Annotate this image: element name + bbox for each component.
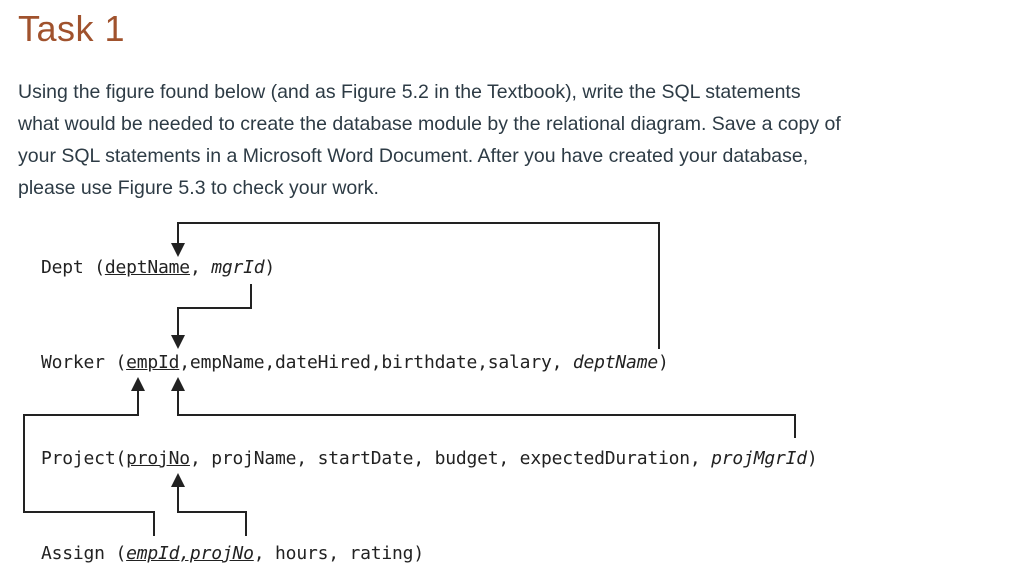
primary-key: empId,projNo — [126, 543, 254, 564]
relation-open-paren: ( — [115, 448, 127, 469]
relation-project: Project(projNo, projName, startDate, bud… — [41, 448, 818, 469]
instructions-line: what would be needed to create the datab… — [18, 113, 841, 135]
attributes: ,empName,dateHired,birthdate,salary, — [179, 352, 573, 373]
fk-arrow-dept-mgrid — [171, 284, 252, 349]
foreign-key: deptName — [572, 352, 658, 373]
relation-name: Dept — [41, 257, 84, 278]
separator: , — [189, 257, 212, 278]
relation-worker: Worker (empId,empName,dateHired,birthdat… — [41, 352, 669, 373]
relation-close-paren: ) — [806, 448, 818, 469]
primary-key: projNo — [126, 448, 190, 469]
foreign-key: projMgrId — [711, 448, 807, 469]
attributes: , projName, startDate, budget, expectedD… — [189, 448, 712, 469]
relation-name: Worker — [41, 352, 105, 373]
relation-close-paren: ) — [264, 257, 276, 278]
relation-open-paren: ( — [104, 352, 127, 373]
instructions-line: your SQL statements in a Microsoft Word … — [18, 145, 809, 167]
relation-assign: Assign (empId,projNo, hours, rating) — [41, 543, 424, 564]
relation-name: Assign — [41, 543, 105, 564]
page-title: Task 1 — [18, 8, 126, 49]
instructions-line: please use Figure 5.3 to check your work… — [18, 177, 379, 199]
relation-open-paren: ( — [83, 257, 105, 278]
instructions-line: Using the figure found below (and as Fig… — [18, 81, 801, 103]
relation-name: Project — [41, 448, 116, 469]
primary-key: empId — [126, 352, 180, 373]
relation-close-paren: ) — [657, 352, 669, 373]
relation-dept: Dept (deptName, mgrId) — [41, 257, 275, 278]
instructions-paragraph: Using the figure found below (and as Fig… — [18, 76, 918, 204]
relation-open-paren: ( — [104, 543, 127, 564]
fk-arrow-assign-empid — [23, 377, 155, 536]
fk-arrow-worker-deptname — [171, 222, 660, 349]
fk-arrow-project-projmgrid — [171, 377, 796, 438]
foreign-key: mgrId — [211, 257, 265, 278]
fk-arrow-assign-projno — [171, 473, 247, 536]
attributes: , hours, rating) — [253, 543, 424, 564]
primary-key: deptName — [104, 257, 190, 278]
